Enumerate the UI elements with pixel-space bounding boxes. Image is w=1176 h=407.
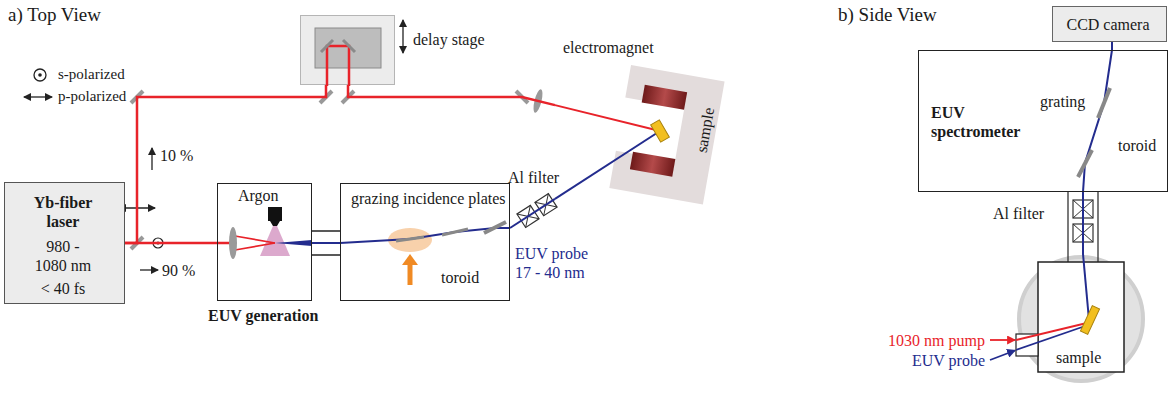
euv-beam bbox=[1083, 254, 1089, 320]
node-label: delay stage bbox=[413, 30, 485, 49]
toroid-mirror bbox=[484, 222, 506, 233]
sample-piece bbox=[651, 120, 670, 142]
beam-path bbox=[1082, 192, 1084, 254]
beam-path bbox=[312, 242, 340, 244]
legend-text: p-polarized bbox=[58, 88, 126, 104]
generation-chamber: ArgonEUV generation bbox=[217, 183, 312, 301]
spectrometer-chamber: EUV spectrometer bbox=[918, 50, 1168, 192]
legend-entry: s-polarized bbox=[58, 65, 125, 83]
euv-beam bbox=[340, 228, 510, 243]
beam-path bbox=[348, 85, 555, 105]
electromagnet-shape bbox=[555, 36, 745, 226]
travel-arrow bbox=[402, 20, 403, 53]
grazing-plate bbox=[396, 237, 424, 241]
mirror bbox=[321, 40, 333, 52]
legend-entry: p-polarized bbox=[58, 87, 126, 105]
node-label: EUV generation bbox=[208, 306, 318, 325]
part-label: EUV probe bbox=[912, 351, 985, 370]
node-label: CCD camera bbox=[1053, 15, 1163, 34]
node-label: 980 - 1080 nm bbox=[32, 237, 94, 275]
magnet-pole bbox=[642, 85, 687, 110]
node-label: Argon bbox=[238, 186, 279, 205]
beam-path bbox=[125, 242, 217, 245]
node-label: EUV spectrometer bbox=[931, 103, 1031, 141]
part-label: 10 % bbox=[160, 146, 193, 165]
gas-nozzle bbox=[268, 207, 282, 221]
node-label: sample bbox=[1056, 348, 1101, 367]
grazing-plate bbox=[442, 229, 468, 235]
beam-path bbox=[510, 199, 555, 228]
euv-beam bbox=[1016, 324, 1091, 350]
pump-beam bbox=[327, 46, 349, 86]
beam-path bbox=[1111, 42, 1113, 50]
part-label: EUV probe 17 - 40 nm bbox=[515, 244, 601, 282]
laser-box: Yb-fiber laser 980 - 1080 nm < 40 fs bbox=[4, 182, 125, 304]
split-arrow bbox=[140, 269, 158, 270]
chamber-neck bbox=[1067, 254, 1068, 262]
filter-tube bbox=[1097, 192, 1098, 254]
split-arrow bbox=[151, 148, 152, 170]
p-polarization-symbol bbox=[24, 96, 52, 97]
pump-beam bbox=[235, 236, 275, 243]
node-label: grazing incidence plates bbox=[351, 189, 506, 208]
node-label: toroid bbox=[441, 268, 479, 287]
euv-beam bbox=[275, 240, 312, 246]
sample-piece bbox=[1080, 306, 1099, 335]
electromagnet-body bbox=[609, 65, 724, 205]
mirror bbox=[343, 40, 355, 52]
ir-dump-arrow-head bbox=[402, 254, 418, 265]
vacuum-chamber: grazing incidence plates toroid bbox=[340, 183, 510, 301]
part-label: a) Top View bbox=[8, 4, 101, 27]
node-label: Yb-fiber laser bbox=[23, 193, 103, 231]
chamber-neck bbox=[312, 230, 340, 232]
focusing-lens bbox=[229, 227, 237, 259]
pump-arrow bbox=[990, 339, 1015, 341]
ccd-camera: CCD camera bbox=[1052, 6, 1167, 42]
sample-chamber: sample bbox=[1016, 254, 1146, 384]
chamber-neck bbox=[312, 254, 340, 256]
euv-beam bbox=[555, 131, 660, 199]
part-label: Al filter bbox=[993, 204, 1044, 223]
euv-beam bbox=[1083, 50, 1112, 192]
delay-stage-shape bbox=[301, 16, 394, 84]
probe-arrow bbox=[990, 351, 1015, 361]
chamber-neck bbox=[1097, 254, 1098, 262]
legend-text: s-polarized bbox=[58, 66, 125, 82]
part-label: grating bbox=[1040, 92, 1085, 111]
part-label: toroid bbox=[1118, 136, 1156, 155]
node-label: electromagnet bbox=[563, 38, 654, 57]
magnet-disc bbox=[1019, 257, 1143, 381]
part-label: 1030 nm pump bbox=[888, 331, 985, 350]
grating-mirror bbox=[1098, 88, 1110, 118]
s-polarization-symbol bbox=[34, 69, 46, 81]
filter-tube bbox=[1067, 192, 1068, 254]
pump-beam bbox=[235, 243, 275, 250]
s-polarization-dot bbox=[38, 73, 42, 77]
part-label: b) Side View bbox=[838, 4, 937, 27]
ir-dump-arrow bbox=[408, 263, 413, 285]
toroid-mirror bbox=[1078, 150, 1092, 177]
beam-path bbox=[125, 85, 326, 243]
pump-beam bbox=[555, 105, 660, 131]
part-label: Al filter bbox=[508, 168, 559, 187]
node-label: < 40 fs bbox=[5, 279, 121, 298]
part-label: 90 % bbox=[162, 261, 195, 280]
sample-chamber bbox=[1038, 262, 1124, 372]
electromagnet: electromagnet bbox=[555, 36, 745, 226]
delay-stage: delay stage bbox=[300, 15, 395, 85]
gas-nozzle-tip bbox=[270, 221, 280, 226]
magnet-pole bbox=[630, 152, 675, 177]
magnet-yoke bbox=[609, 65, 724, 205]
